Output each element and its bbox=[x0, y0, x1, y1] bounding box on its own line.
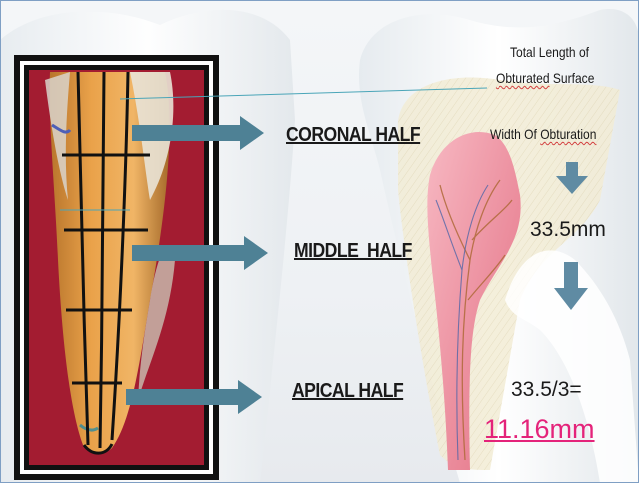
middle-half-label: MIDDLE HALF bbox=[294, 240, 412, 263]
obturated-word: Obturated bbox=[496, 70, 550, 86]
result-value: 11.16mm bbox=[484, 414, 595, 445]
length-value: 33.5mm bbox=[530, 218, 606, 242]
apical-half-label: APICAL HALF bbox=[292, 380, 403, 403]
obturation-word: Obturation bbox=[540, 126, 596, 142]
coronal-half-label: CORONAL HALF bbox=[286, 124, 420, 147]
division-value: 33.5/3= bbox=[511, 378, 582, 402]
surface-word: Surface bbox=[553, 70, 594, 86]
width-of-obturation: Width Of Obturation bbox=[490, 126, 596, 142]
width-of-word: Width Of bbox=[490, 126, 537, 142]
total-length-line2: Obturated Surface bbox=[496, 70, 594, 86]
total-length-line1: Total Length of bbox=[510, 44, 589, 60]
